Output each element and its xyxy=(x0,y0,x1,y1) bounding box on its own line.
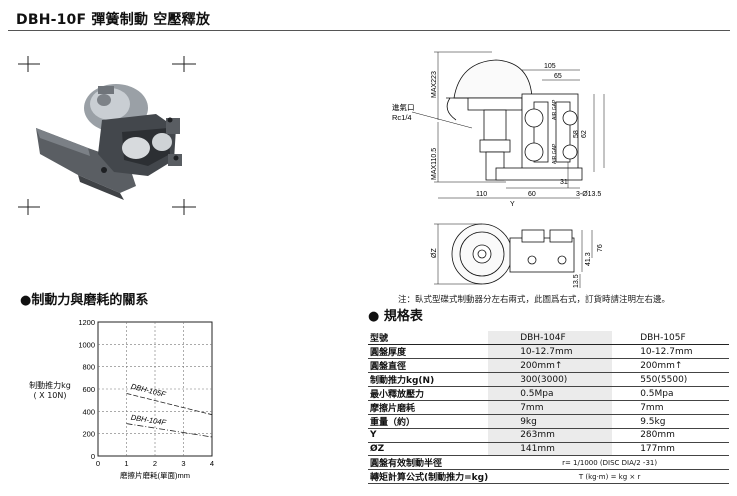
dim-y: Y xyxy=(510,201,515,208)
dim-60: 60 xyxy=(528,191,536,198)
chart-y-axis-label-line2: ( X 10N) xyxy=(33,391,67,400)
chart-series-line xyxy=(126,423,213,438)
dim-62: 62 xyxy=(581,130,588,138)
spec-value-105f: 7mm xyxy=(612,400,729,416)
product-photo xyxy=(18,50,196,215)
spec-row: 圓盤有效制動半徑 r= 1/1000 (DISC DIA/2 -31) xyxy=(368,455,729,471)
spec-row: ØZ 141mm 177mm xyxy=(368,442,729,457)
chart-x-tick-label: 2 xyxy=(153,459,157,468)
spec-value-104f: 7mm xyxy=(488,400,613,416)
spec-value-105f: 280mm xyxy=(612,428,729,443)
spec-key: 最小釋放壓力 xyxy=(368,386,489,402)
spec-value-104f: 0.5Mpa xyxy=(488,386,613,402)
spec-formula-torque: T (kg·m) = kg × r xyxy=(488,469,729,485)
spec-row: 最小釋放壓力 0.5Mpa 0.5Mpa xyxy=(368,386,729,402)
spec-value-104f: 300(3000) xyxy=(488,372,613,388)
dim-76: 76 xyxy=(597,244,604,252)
brake-product-image xyxy=(18,56,196,215)
inlet-size-label: Rc1/4 xyxy=(392,113,412,122)
holes-label: 3-Ø13.5 xyxy=(576,191,601,198)
chart-x-tick-label: 1 xyxy=(124,459,128,468)
spec-formula-radius: r= 1/1000 (DISC DIA/2 -31) xyxy=(488,455,729,471)
spec-row: 圓盤厚度 10-12.7mm 10-12.7mm xyxy=(368,344,729,360)
dim-31: 31 xyxy=(560,179,568,186)
spec-key: 圓盤厚度 xyxy=(368,344,489,360)
spec-key: 圓盤有效制動半徑 xyxy=(368,455,489,471)
chart-y-tick-label: 800 xyxy=(82,363,95,372)
chart-y-tick-label: 400 xyxy=(82,407,95,416)
spec-value-105f: 550(5500) xyxy=(612,372,729,388)
chart-y-axis-label-line1: 制動推力kg xyxy=(29,381,71,390)
spec-value-104f: 141mm xyxy=(488,442,613,457)
chart-y-tick-label: 600 xyxy=(82,385,95,394)
spec-row: 制動推力kg(N) 300(3000) 550(5500) xyxy=(368,372,729,388)
spec-value-104f: 263mm xyxy=(488,428,613,443)
dim-max223: MAX223 xyxy=(431,71,438,98)
chart-y-tick-label: 1200 xyxy=(78,318,95,327)
spec-key: 重量（約） xyxy=(368,414,489,430)
spec-header-104f: DBH-104F xyxy=(488,331,613,346)
spec-row: 重量（約） 9kg 9.5kg xyxy=(368,414,729,430)
dim-58: 58 xyxy=(573,130,580,138)
spec-heading: ● 規格表 xyxy=(368,309,423,324)
dim-max110-5: MAX110.5 xyxy=(431,148,438,180)
spec-value-105f: 0.5Mpa xyxy=(612,386,729,402)
spec-key: 制動推力kg(N) xyxy=(368,372,489,388)
spec-key: Y xyxy=(368,428,489,443)
chart-heading: ●制動力與磨耗的關系 xyxy=(20,293,149,308)
orientation-note: 注：臥式型碟式制動器分左右兩式，此圖爲右式，訂貨時請注明左右邊。 xyxy=(398,295,671,305)
spec-key: 轉矩計算公式(制動推力=kg) xyxy=(368,469,489,485)
air-gap-label-top: AIR GAP xyxy=(552,99,558,120)
crop-marks xyxy=(18,56,196,215)
chart-y-axis-label: 制動推力kg ( X 10N) xyxy=(22,381,78,401)
drawing-svg: 105 65 MAX223 進氣口 Rc1/4 MAX110.5 AIR GAP… xyxy=(392,51,605,288)
dim-13-5: 13.5 xyxy=(573,274,580,288)
spec-value-105f: 177mm xyxy=(612,442,729,457)
spec-header-model: 型號 xyxy=(368,331,489,346)
chart-x-tick-label: 4 xyxy=(210,459,214,468)
chart-x-axis-label: 磨擦片磨耗(單面)mm xyxy=(120,470,190,480)
dim-oz: ØZ xyxy=(431,248,438,258)
spec-key: 摩擦片磨耗 xyxy=(368,400,489,416)
spec-row: Y 263mm 280mm xyxy=(368,428,729,443)
spec-value-104f: 9kg xyxy=(488,414,613,430)
spec-row: 摩擦片磨耗 7mm 7mm xyxy=(368,400,729,416)
air-gap-label-bottom: AIR GAP xyxy=(552,143,558,164)
spec-value-104f: 10-12.7mm xyxy=(488,344,613,360)
title-divider xyxy=(8,30,730,31)
spec-value-105f: 9.5kg xyxy=(612,414,729,430)
chart-y-tick-label: 0 xyxy=(91,452,95,461)
chart-y-tick-label: 200 xyxy=(82,430,95,439)
dimension-drawing: 105 65 MAX223 進氣口 Rc1/4 MAX110.5 AIR GAP… xyxy=(372,40,732,290)
dim-105: 105 xyxy=(544,63,556,70)
spec-row: 圓盤直徑 200mm↑ 200mm↑ xyxy=(368,358,729,374)
chart-y-tick-label: 1000 xyxy=(78,340,95,349)
spec-key: 圓盤直徑 xyxy=(368,358,489,374)
spec-value-105f: 10-12.7mm xyxy=(612,344,729,360)
spec-value-104f: 200mm↑ xyxy=(488,358,613,374)
inlet-label: 進氣口 xyxy=(392,102,415,112)
spec-key: ØZ xyxy=(368,442,489,457)
spec-row: 轉矩計算公式(制動推力=kg) T (kg·m) = kg × r xyxy=(368,469,729,485)
page-title: DBH-10F 彈簧制動 空壓釋放 xyxy=(16,12,211,28)
chart-x-tick-label: 0 xyxy=(96,459,100,468)
dim-41-3: 41.3 xyxy=(585,252,592,266)
spec-header-row: 型號 DBH-104F DBH-105F xyxy=(368,331,729,346)
spec-table: 型號 DBH-104F DBH-105F 圓盤厚度 10-12.7mm 10-1… xyxy=(368,331,729,485)
dim-65: 65 xyxy=(554,73,562,80)
dim-110: 110 xyxy=(476,191,487,198)
spec-value-105f: 200mm↑ xyxy=(612,358,729,374)
chart-series-line xyxy=(126,393,213,416)
spec-header-105f: DBH-105F xyxy=(612,331,729,346)
chart-x-tick-label: 3 xyxy=(181,459,185,468)
